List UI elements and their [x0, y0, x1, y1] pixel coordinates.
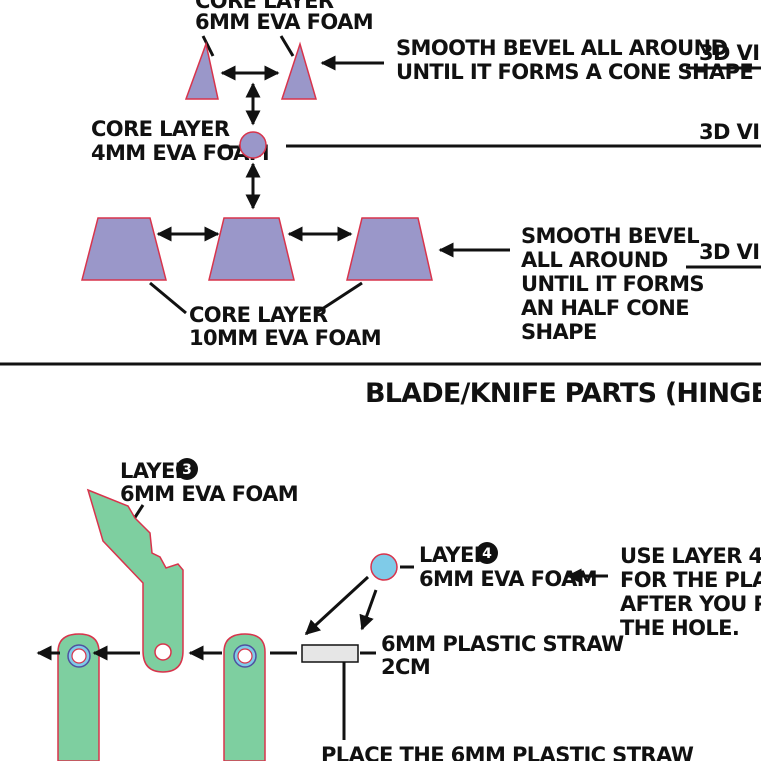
layer3-number: 3	[182, 462, 192, 478]
layer4-note-line3: AFTER YOU PUT T	[620, 592, 761, 616]
straw-label-line1: 6MM PLASTIC STRAW	[381, 632, 624, 656]
half-cone-note-line1: SMOOTH BEVEL	[521, 224, 699, 248]
arrow-layer4-to-straw-2	[359, 589, 378, 631]
core-circle	[239, 131, 267, 159]
layer4-number-badge	[476, 542, 498, 564]
layer4-note-line4: THE HOLE.	[620, 616, 739, 640]
view-label-1: 3D VIEW	[699, 41, 761, 65]
layer4-sub: 6MM EVA FOAM	[419, 567, 597, 591]
half-cone-label-line2: 10MM EVA FOAM	[189, 326, 381, 350]
hinge-piece-right	[223, 633, 266, 761]
half-cone-note-line2: ALL AROUND	[521, 248, 668, 272]
cone-label-line1: CORE LAYER	[195, 0, 334, 13]
layer4-number: 4	[482, 546, 492, 562]
view-label-2: 3D VIEW	[699, 120, 761, 144]
core-label-line1: CORE LAYER	[91, 117, 230, 141]
half-cone-note-line5: SHAPE	[521, 320, 597, 344]
half-cone-right	[346, 217, 433, 281]
half-cone-middle	[208, 217, 295, 281]
cone-label-leader-left	[201, 35, 215, 57]
plastic-straw	[301, 644, 359, 663]
hinge-right-hole	[237, 648, 253, 664]
section-title: BLADE/KNIFE PARTS (HINGE SECTIO	[365, 378, 761, 409]
layer3-hole	[154, 643, 172, 661]
layer4-note-line1: USE LAYER 4 AS T	[620, 544, 761, 568]
half-cone-note-line3: UNTIL IT FORMS	[521, 272, 704, 296]
half-cone-label-line1: CORE LAYER	[189, 303, 328, 327]
straw-label-line2: 2CM	[381, 655, 430, 679]
cone-right	[280, 41, 317, 100]
cone-label-leader-right	[279, 35, 295, 57]
half-cone-note-line4: AN HALF CONE	[521, 296, 689, 320]
layer3-sub: 6MM EVA FOAM	[120, 482, 298, 506]
hinge-left-hole	[71, 648, 87, 664]
layer3-number-badge	[176, 458, 198, 480]
cone-note-line1: SMOOTH BEVEL ALL AROUND	[396, 36, 728, 60]
layer4-note-line2: FOR THE PLASTIC	[620, 568, 761, 592]
half-cone-leader-left	[149, 281, 187, 315]
cone-left	[184, 41, 219, 100]
arrow-layer4-to-straw-1	[304, 575, 370, 636]
layer3-blade	[86, 488, 184, 673]
half-cone-left	[81, 217, 167, 281]
half-cone-leader-right	[315, 281, 363, 315]
cone-note-line2: UNTIL IT FORMS A CONE SHAPE	[396, 60, 753, 84]
cone-label-line2: 6MM EVA FOAM	[195, 10, 373, 34]
layer4-circle	[370, 553, 398, 581]
view-label-3: 3D VIEW	[699, 240, 761, 264]
bottom-note: PLACE THE 6MM PLASTIC STRAW	[321, 743, 694, 761]
